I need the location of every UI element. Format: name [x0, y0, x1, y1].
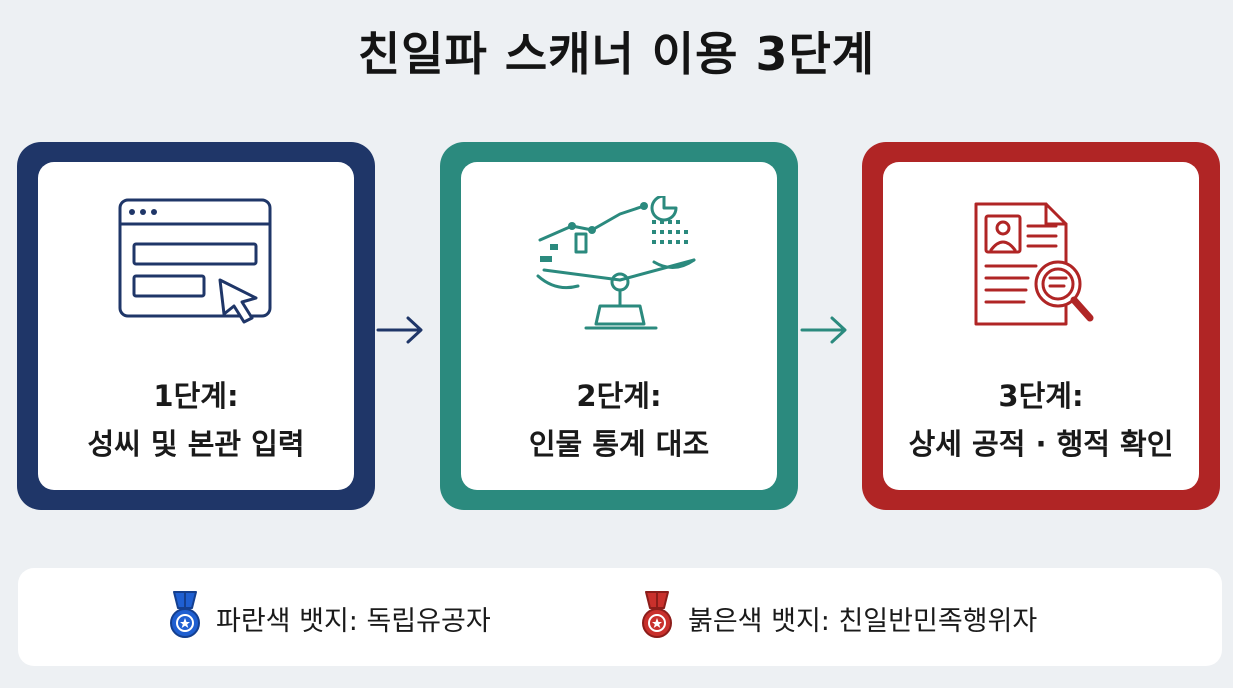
step-2-description: 인물 통계 대조 [528, 427, 710, 461]
legend-item-red: 붉은색 뱃지: 친일반민족행위자 [640, 590, 1037, 646]
legend-item-blue: 파란색 뱃지: 독립유공자 [168, 590, 491, 646]
step-card-3: 3단계: 상세 공적 · 행적 확인 [862, 142, 1220, 510]
blue-medal-icon [168, 590, 202, 646]
step-3-title: 3단계: [998, 379, 1084, 413]
step-3-description: 상세 공적 · 행적 확인 [908, 427, 1174, 461]
step-card-2: 2단계: 인물 통계 대조 [440, 142, 798, 510]
step-card-1: 1단계: 성씨 및 본관 입력 [17, 142, 375, 510]
arrow-right-icon [376, 308, 426, 356]
step-1-title: 1단계: [153, 379, 239, 413]
step-1-description: 성씨 및 본관 입력 [87, 427, 305, 461]
browser-form-cursor-icon [116, 196, 276, 330]
legend-red-text: 붉은색 뱃지: 친일반민족행위자 [688, 605, 1038, 637]
red-medal-icon [640, 590, 674, 646]
step-2-title: 2단계: [576, 379, 662, 413]
scale-chart-icon [534, 194, 704, 340]
badge-legend: 파란색 뱃지: 독립유공자 붉은색 뱃지: 친일반민족행위자 [18, 568, 1222, 666]
arrow-right-icon [800, 308, 850, 356]
document-magnifier-icon [966, 196, 1116, 340]
legend-blue-text: 파란색 뱃지: 독립유공자 [216, 605, 491, 637]
page-title: 친일파 스캐너 이용 3단계 [357, 27, 876, 81]
